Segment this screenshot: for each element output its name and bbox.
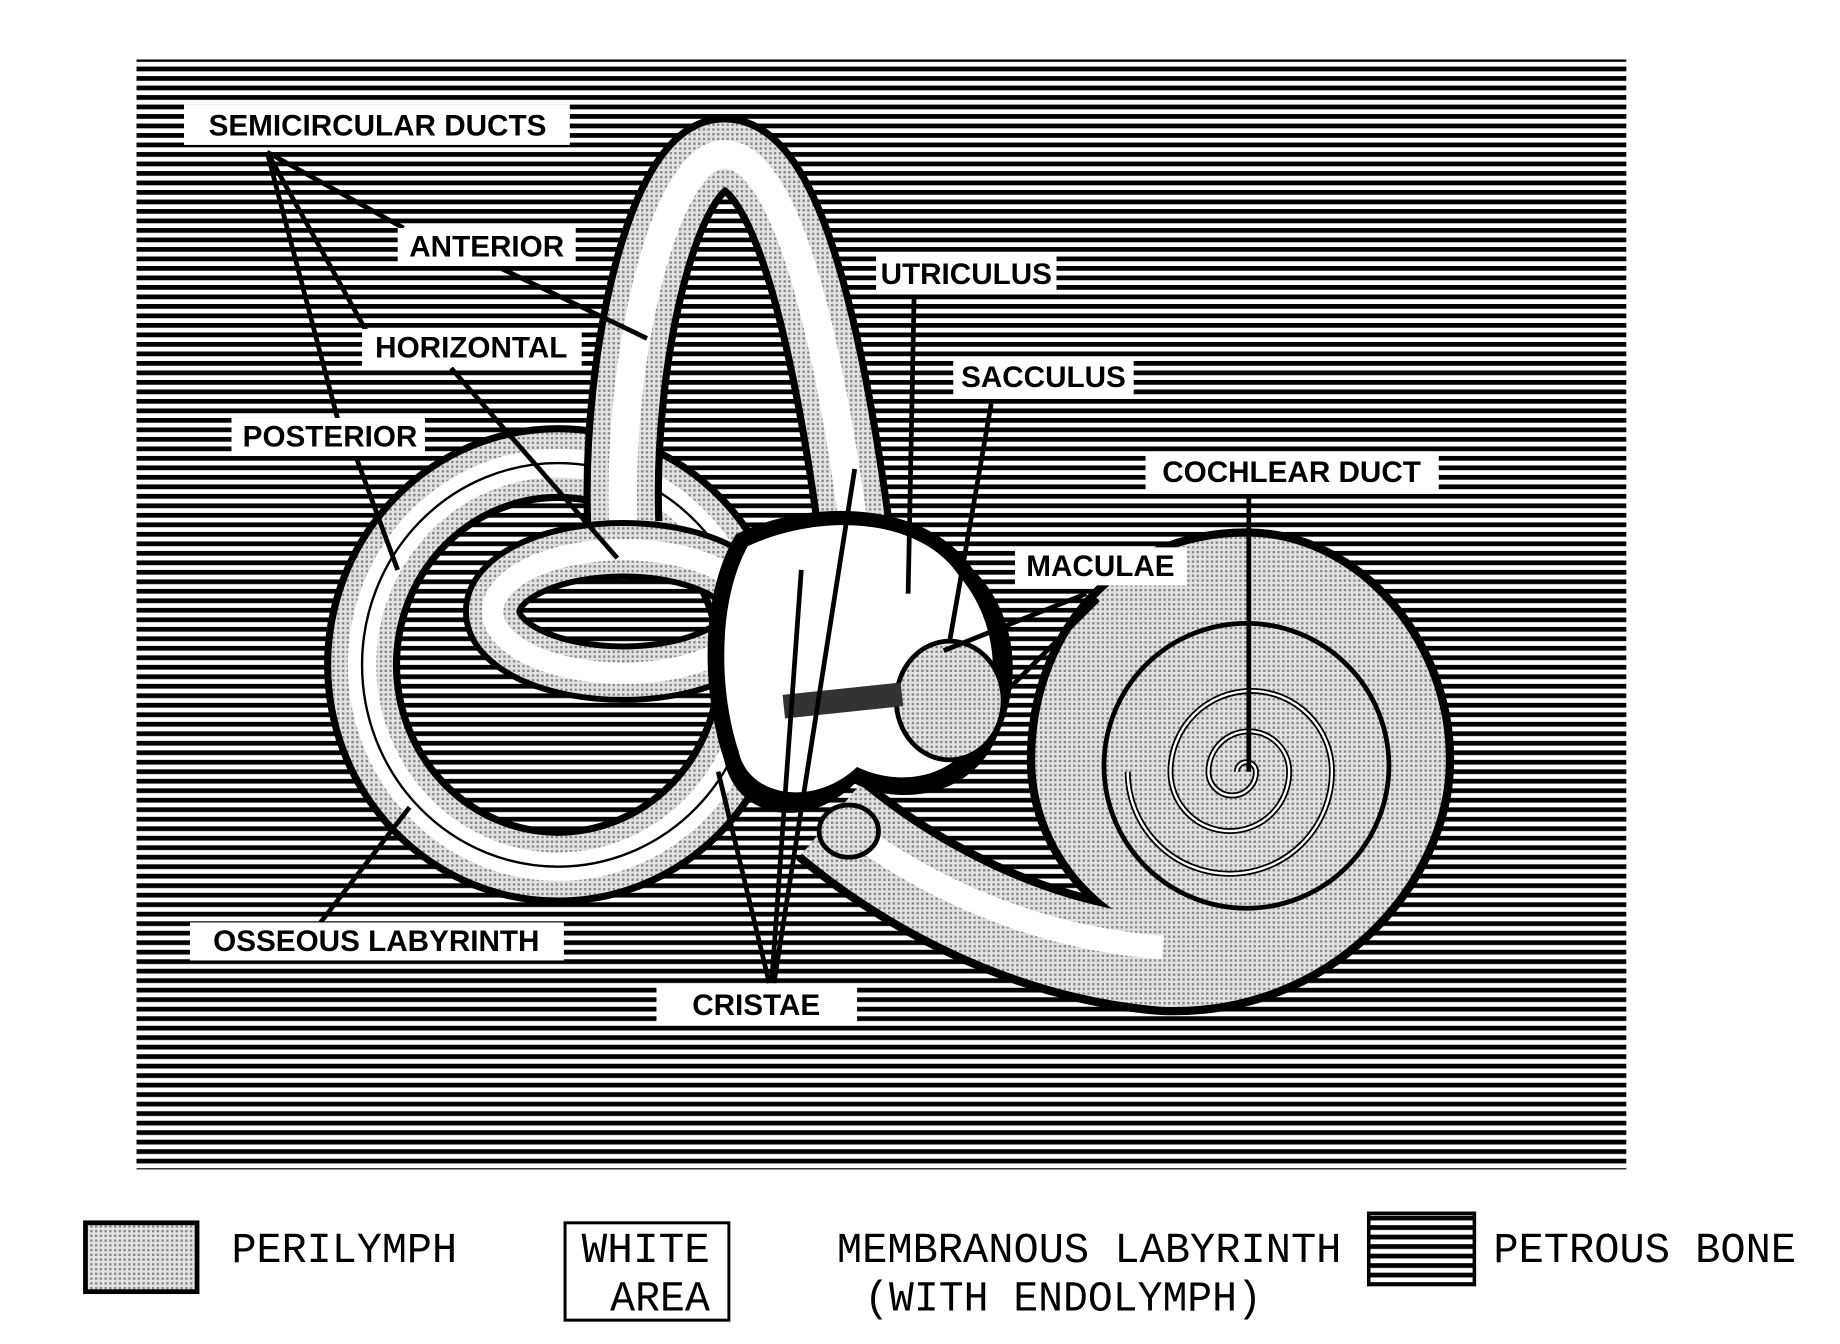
- label-posterior: POSTERIOR: [243, 420, 418, 453]
- legend-membranous-1: MEMBRANOUS LABYRINTH: [837, 1226, 1342, 1275]
- legend-perilymph: PERILYMPH: [231, 1226, 457, 1275]
- legend-white-area-2: AREA: [610, 1275, 710, 1324]
- legend: PERILYMPH WHITE AREA MEMBRANOUS LABYRINT…: [83, 1211, 1796, 1324]
- legend-petrous-bone: PETROUS BONE: [1493, 1226, 1796, 1275]
- label-horizontal: HORIZONTAL: [375, 331, 567, 364]
- legend-perilymph-swatch: [83, 1220, 200, 1295]
- label-cochlear-duct: COCHLEAR DUCT: [1162, 456, 1421, 489]
- label-osseous-labyrinth: OSSEOUS LABYRINTH: [213, 925, 539, 958]
- label-utriculus: UTRICULUS: [881, 258, 1052, 291]
- label-maculae: MACULAE: [1026, 550, 1174, 583]
- legend-white-area-1: WHITE: [582, 1226, 710, 1275]
- legend-white-area-box: [563, 1221, 731, 1322]
- legend-petrous-swatch: [1366, 1211, 1477, 1287]
- anterior-canal: [583, 115, 894, 540]
- labels: SEMICIRCULAR DUCTS ANTERIOR UTRICULUS HO…: [184, 104, 1439, 1024]
- label-anterior: ANTERIOR: [409, 231, 564, 264]
- label-cristae: CRISTAE: [692, 989, 820, 1022]
- leader-lines: [264, 149, 1252, 984]
- legend-membranous-2: (WITH ENDOLYMPH): [864, 1275, 1262, 1324]
- label-semicircular-ducts: SEMICIRCULAR DUCTS: [209, 109, 547, 142]
- label-sacculus: SACCULUS: [961, 361, 1126, 394]
